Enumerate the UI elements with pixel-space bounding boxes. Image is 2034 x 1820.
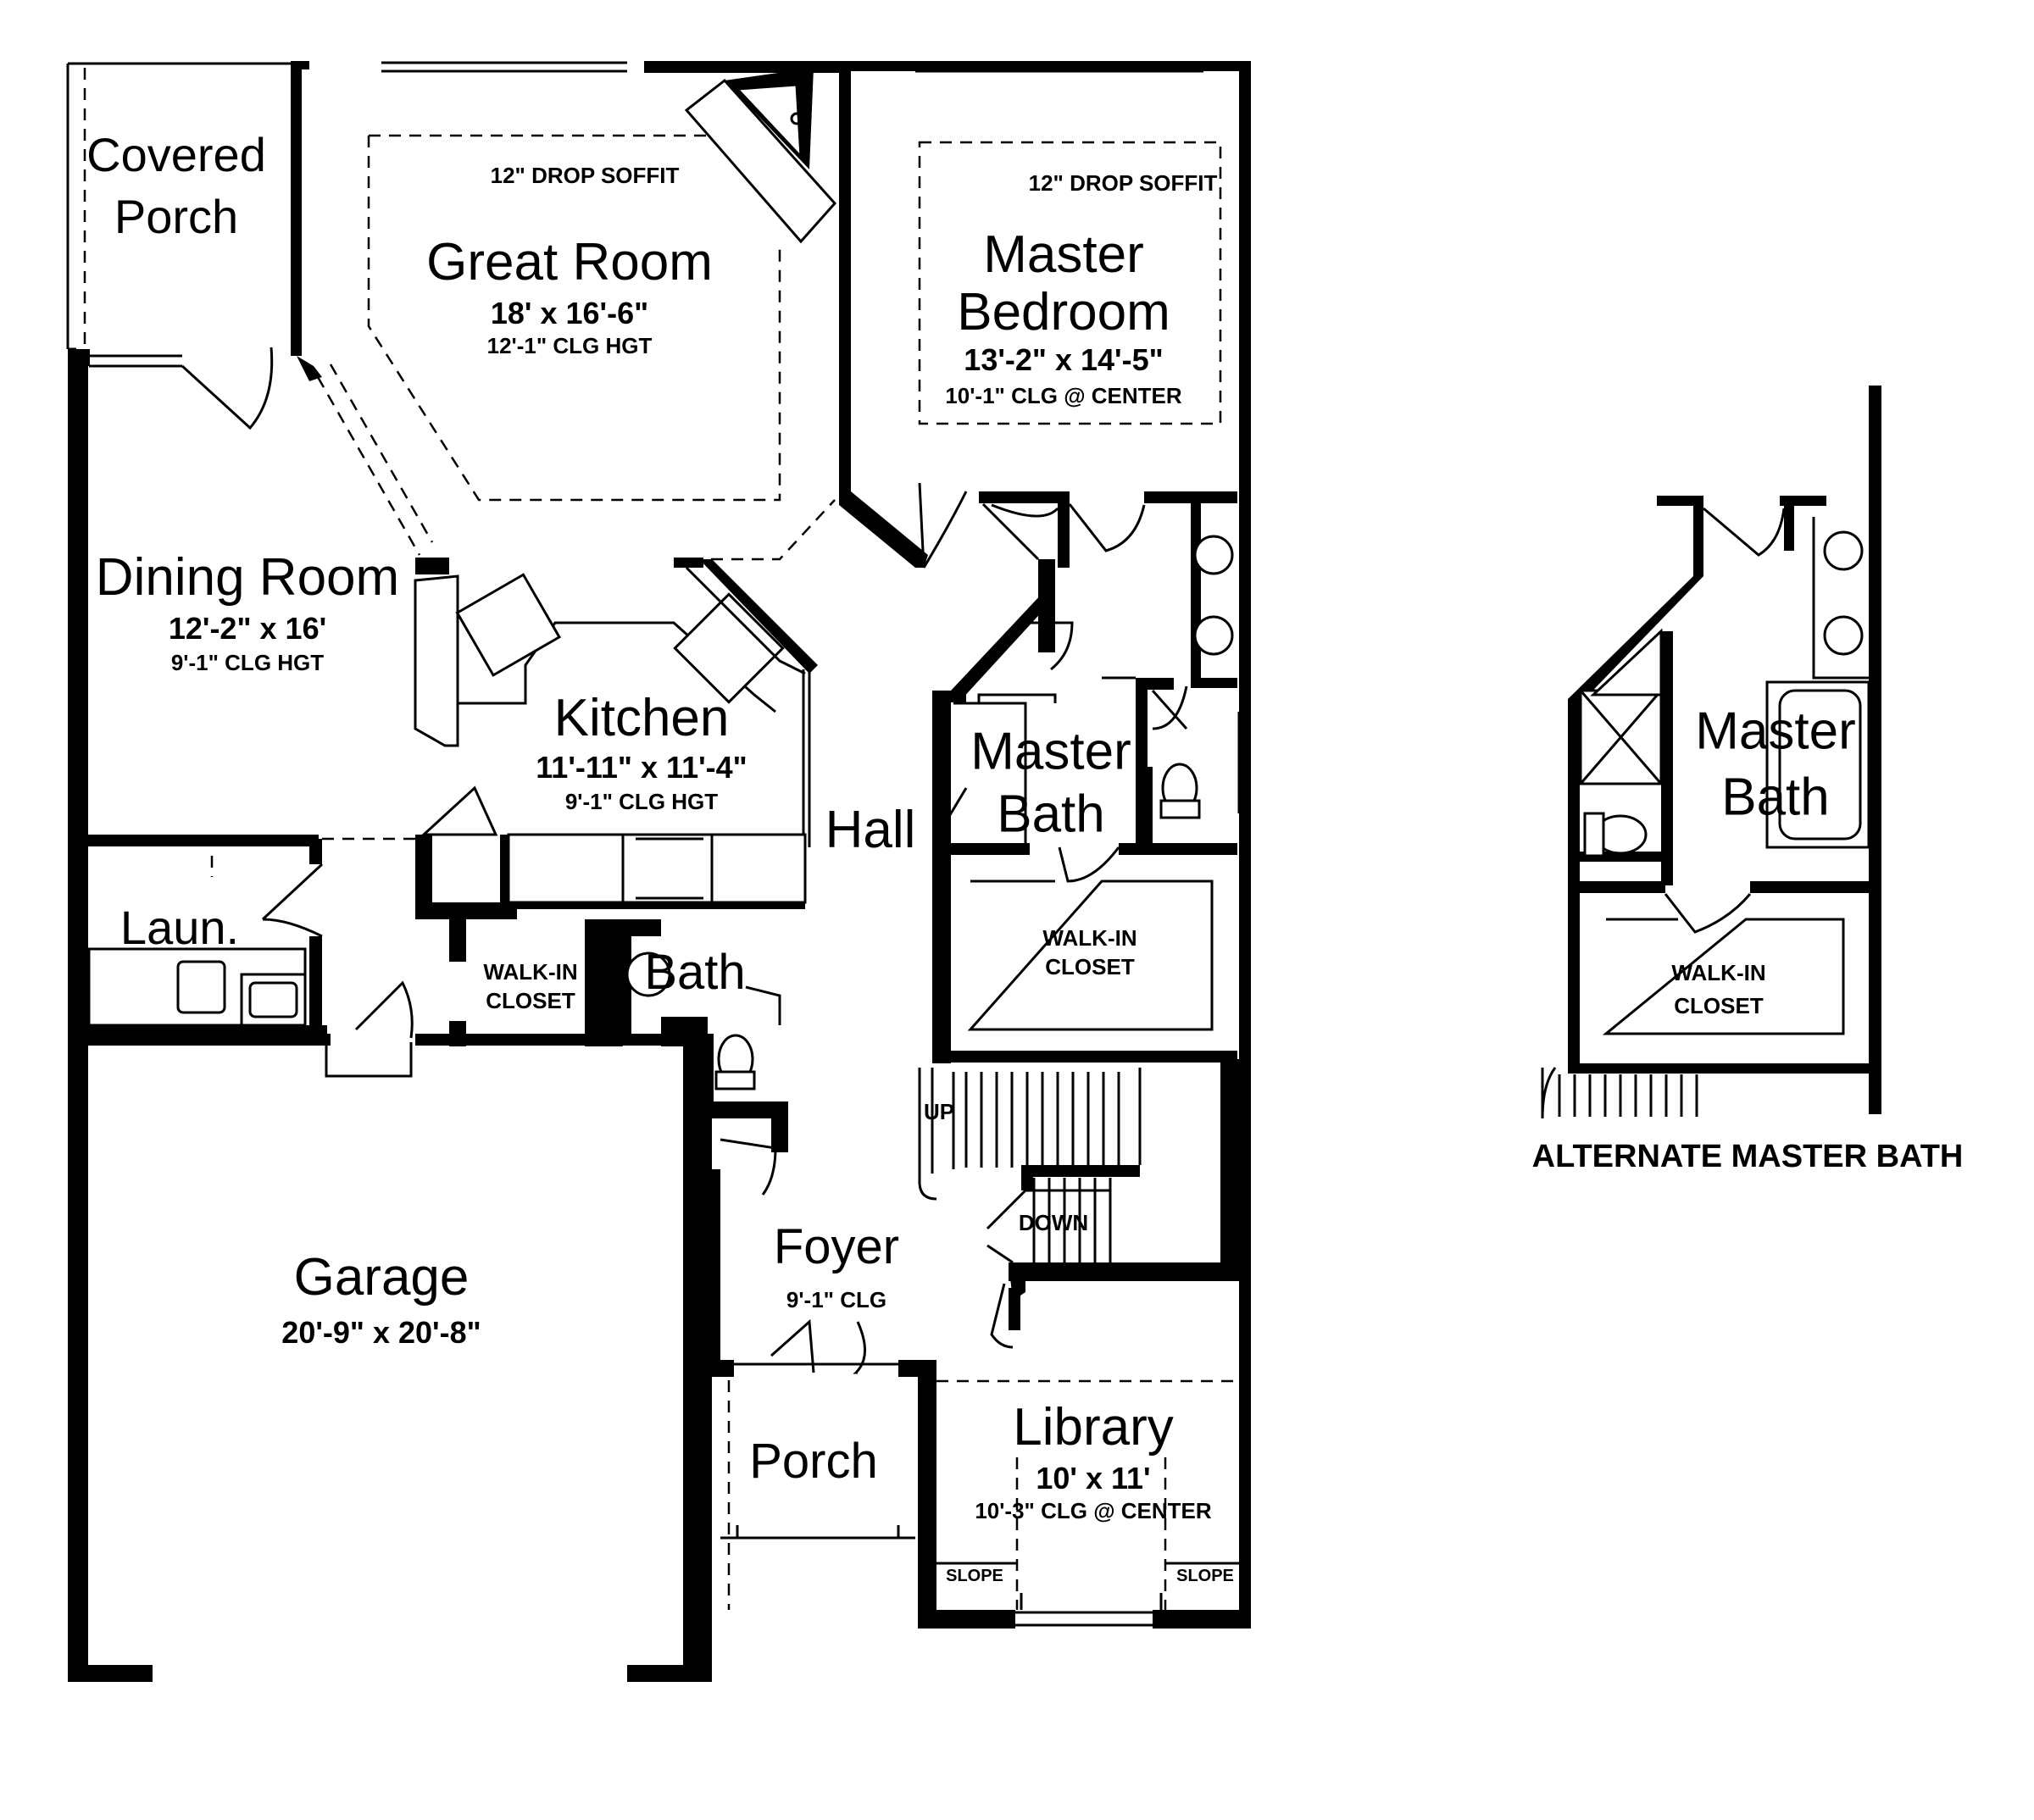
hall-openings [808,678,968,847]
interior-walls [81,68,1239,1330]
library-size: 10' x 11' [1036,1461,1151,1495]
alternate-master-bath-drawing [1541,386,1881,1119]
staircase [918,1068,1142,1264]
laundry-label: Laun. [119,901,240,954]
master-bedroom-size: 13'-2" x 14'-5" [964,342,1164,377]
walk-in-closet-1-label: WALK-IN CLOSET [483,959,578,1013]
kitchen-fixtures [414,566,807,904]
master-bedroom-label: Master Bedroom [957,225,1170,341]
kitchen-size: 11'-11" x 11'-4" [536,750,747,785]
alternate-walk-in-closet-label: WALK-IN CLOSET [1671,960,1766,1018]
hall-label: Hall [825,801,916,859]
soffit-outlines [210,134,1239,1610]
library-slope-left: SLOPE [946,1567,1003,1585]
stairs-up-label: UP [923,1099,955,1124]
windows [68,61,1250,1627]
garage-size: 20'-9" x 20'-8" [281,1315,481,1350]
alternate-master-bath-title: ALTERNATE MASTER BATH [1531,1139,1964,1174]
closet-shelves [967,879,1214,1031]
master-bedroom-soffit-note: 12" DROP SOFFIT [1028,170,1218,196]
library-slope-right: SLOPE [1176,1567,1234,1585]
foyer-ceiling: 9'-1" CLG [786,1287,887,1312]
dining-room-label: Dining Room [95,548,400,607]
library-ceiling: 10'-3" CLG @ CENTER [975,1498,1212,1523]
great-room-soffit-note: 12" DROP SOFFIT [490,163,680,188]
foyer-label: Foyer [773,1219,900,1274]
laundry-fixtures [87,947,413,1078]
walk-in-closet-2-label: WALK-IN CLOSET [1042,925,1137,979]
library-label: Library [1013,1398,1174,1457]
doors [181,347,1239,1610]
dining-room-ceiling: 9'-1" CLG HGT [170,650,325,675]
great-room-ceiling: 12'-1" CLG HGT [486,333,653,358]
great-room-size: 18' x 16'-6" [490,296,649,330]
fireplace [684,68,837,244]
bath-fixtures [625,535,1234,1090]
master-bedroom-ceiling: 10'-1" CLG @ CENTER [945,383,1182,408]
exterior-walls [68,61,1251,1682]
porch-label: Porch [749,1434,878,1489]
dining-room-size: 12'-2" x 16' [168,611,327,646]
covered-porch-label: Covered Porch [86,128,266,243]
garage-label: Garage [293,1248,470,1307]
kitchen-label: Kitchen [553,689,730,747]
master-bath-label: Master Bath [970,722,1131,844]
bath-label: Bath [644,945,746,1000]
kitchen-ceiling: 9'-1" CLG HGT [564,789,719,814]
great-room-label: Great Room [426,233,713,291]
stairs-down-label: DOWN [1018,1210,1089,1235]
alternate-master-bath-label: Master Bath [1695,702,1856,827]
